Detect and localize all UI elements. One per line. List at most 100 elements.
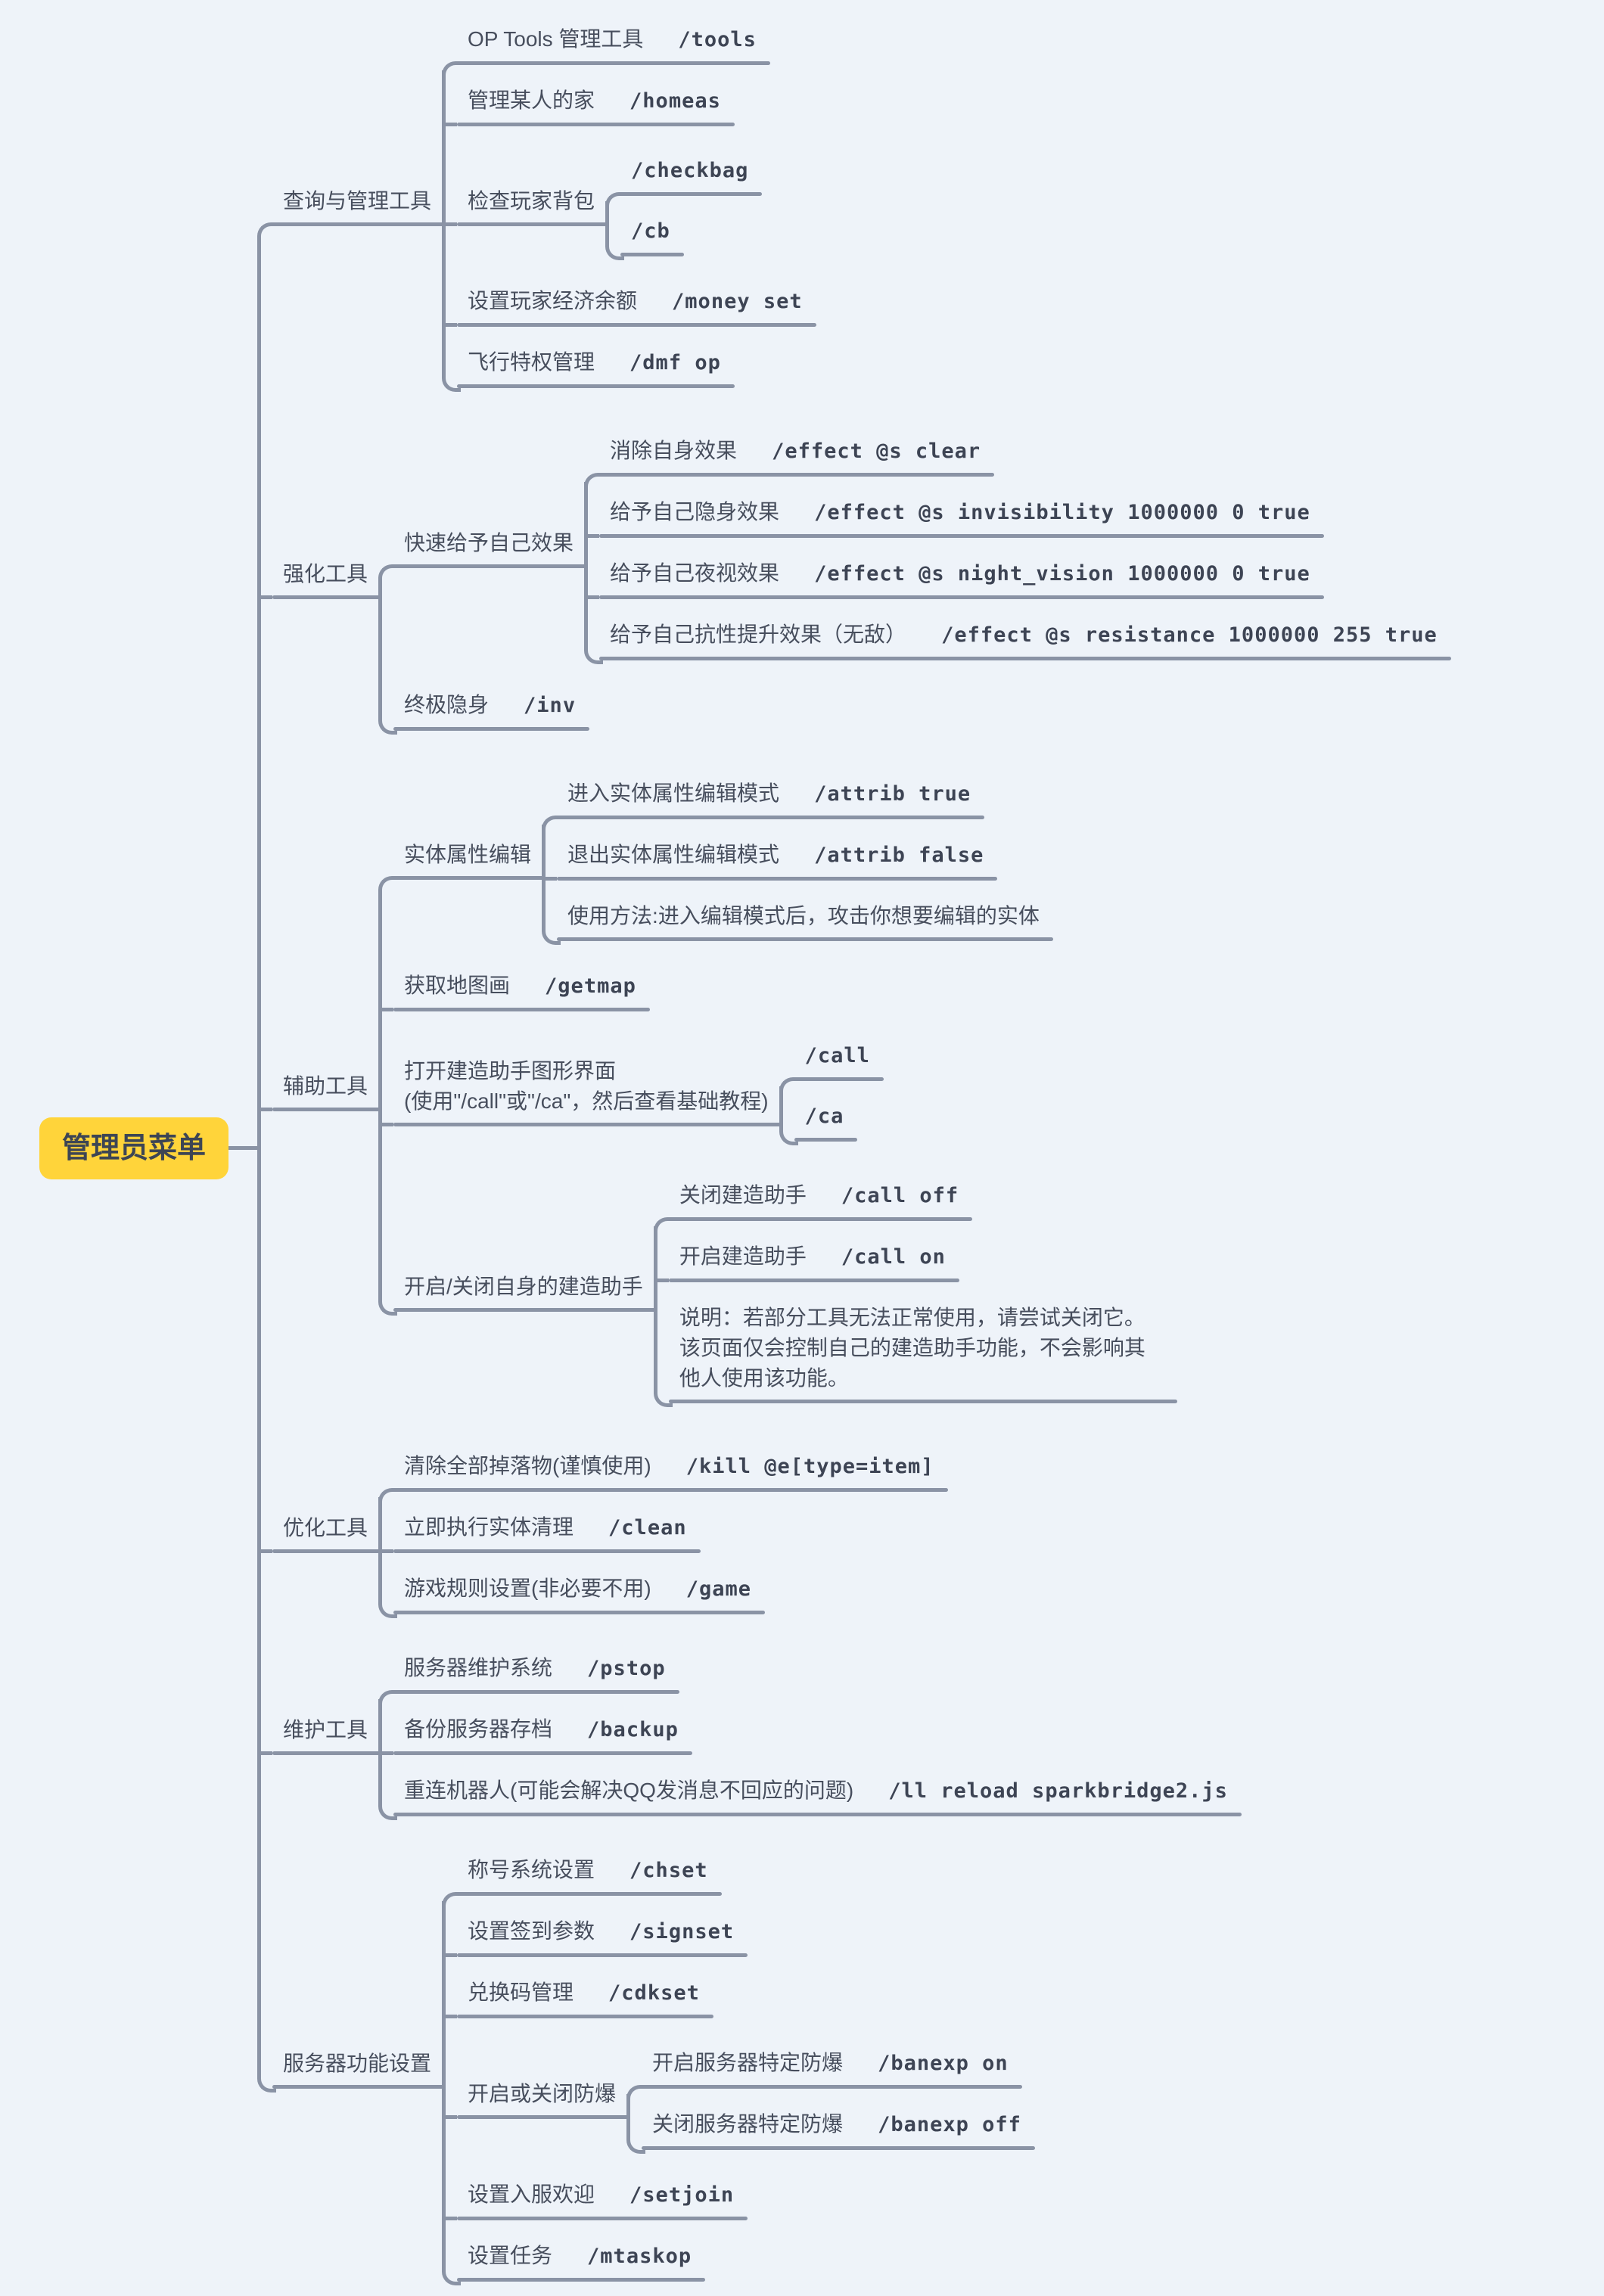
command-text: /setjoin [629,2183,735,2207]
topic-node[interactable]: 兑换码管理 /cdkset [442,1971,713,2018]
topic-node[interactable]: 服务器维护系统 /pstop [393,1647,679,1694]
topic-node[interactable]: 备份服务器存档 /backup [378,1708,692,1755]
topic-node[interactable]: 检查玩家背包 [442,180,609,226]
children-group: 开启服务器特定防爆 /banexp on 关闭服务器特定防爆 /banexp o… [626,2033,1035,2155]
command-node[interactable]: /call [794,1035,884,1081]
topic-node[interactable]: 打开建造助手图形界面 (使用"/call"或"/ca"，然后查看基础教程) [378,1050,782,1126]
children-group: 进入实体属性编辑模式 /attrib true 退出实体属性编辑模式 /attr… [542,763,1053,946]
topic-node[interactable]: OP Tools 管理工具 /tools [457,18,770,65]
topic-node[interactable]: 设置入服欢迎 /setjoin [442,2173,748,2220]
children-group: 称号系统设置 /chset 设置签到参数 /signset [442,1840,1035,2287]
node-row: 终极隐身 /inv [378,675,1448,736]
branch-node[interactable]: 服务器功能设置 [272,2043,446,2089]
root-node[interactable]: 管理员菜单 [39,1117,258,1179]
topic-text: 兑换码管理 [468,1981,574,2004]
topic-node[interactable]: 开启/关闭自身的建造助手 [393,1266,657,1312]
node-row: 退出实体属性编辑模式 /attrib false [542,825,1050,886]
topic-node[interactable]: 开启或关闭防爆 [442,2073,630,2119]
children-group: /call /ca [779,1026,884,1147]
children-group: 消除自身效果 /effect @s clear 给予自己隐身效果 /effect… [584,421,1451,666]
topic-node[interactable]: 设置玩家经济余额 /money set [442,280,816,327]
command-text: /dmf op [629,351,721,374]
command-text: /mtaskop [587,2245,692,2268]
topic-text: 给予自己夜视效果 [610,561,780,585]
note-node[interactable]: 说明：若部分工具无法正常使用，请尝试关闭它。该页面仅会控制自己的建造助手功能，不… [668,1297,1177,1403]
command-text: /effect @s night_vision 1000000 0 true [814,562,1310,586]
branch-node[interactable]: 维护工具 [257,1709,382,1755]
command-text: /effect @s clear [772,440,981,463]
node-row: 使用方法:进入编辑模式后，攻击你想要编辑的实体 [542,886,1053,946]
topic-text: 获取地图画 [404,974,511,997]
command-node[interactable]: /checkbag [620,150,763,196]
topic-node[interactable]: 管理某人的家 /homeas [442,79,735,126]
node-row: 称号系统设置 /chset [442,1840,1032,1914]
topic-text: 关闭服务器特定防爆 [652,2112,844,2136]
node-row: 检查玩家背包 /checkbag [442,132,813,271]
topic-text: 维护工具 [283,1717,368,1741]
children-group: OP Tools 管理工具 /tools 管理某人的家 /homeas [442,9,816,393]
node-row: 说明：若部分工具无法正常使用，请尝试关闭它。该页面仅会控制自己的建造助手功能，不… [653,1288,1177,1409]
topic-text: 进入实体属性编辑模式 [567,781,780,805]
topic-node[interactable]: 退出实体属性编辑模式 /attrib false [542,834,998,881]
topic-text: 终极隐身 [404,693,490,716]
command-text: /tools [678,28,757,51]
topic-node[interactable]: 消除自身效果 /effect @s clear [599,430,995,477]
topic-text: 开启/关闭自身的建造助手 [404,1275,643,1298]
node-row: 设置任务 /mtaskop [442,2226,1032,2287]
topic-text: 重连机器人(可能会解决QQ发消息不回应的问题) [404,1779,854,1802]
topic-node[interactable]: 开启建造助手 /call on [653,1235,959,1282]
command-text: /inv [524,694,577,717]
topic-node[interactable]: 终极隐身 /inv [393,684,590,731]
note-text: 说明：若部分工具无法正常使用，请尝试关闭它。该页面仅会控制自己的建造助手功能，不… [679,1306,1145,1390]
node-row: /call [779,1026,884,1099]
topic-text: 开启服务器特定防爆 [652,2051,844,2074]
node-row: 关闭服务器特定防爆 /banexp off [626,2094,1035,2155]
children-group: 关闭建造助手 /call off 开启建造助手 /call on [653,1165,1177,1409]
topic-node[interactable]: 清除全部掉落物(谨慎使用) /kill @e[type=item] [393,1445,948,1492]
topic-node[interactable]: 关闭服务器特定防爆 /banexp off [642,2103,1035,2150]
branch-node[interactable]: 强化工具 [257,553,382,599]
node-row: 游戏规则设置(非必要不用) /game [378,1558,945,1620]
topic-node[interactable]: 设置签到参数 /signset [442,1910,748,1957]
command-node[interactable]: /ca [794,1095,858,1142]
node-row: 开启服务器特定防爆 /banexp on [626,2033,1032,2107]
topic-node[interactable]: 称号系统设置 /chset [457,1849,722,1896]
command-text: /signset [629,1920,735,1943]
topic-node[interactable]: 获取地图画 /getmap [378,965,650,1011]
topic-node[interactable]: 进入实体属性编辑模式 /attrib true [557,772,985,819]
topic-text: 游戏规则设置(非必要不用) [404,1577,651,1600]
topic-node[interactable]: 快速给予自己效果 [393,522,588,568]
topic-node[interactable]: 给予自己夜视效果 /effect @s night_vision 1000000… [584,552,1324,599]
node-row: 获取地图画 /getmap [378,955,1174,1017]
topic-text: 退出实体属性编辑模式 [567,843,780,866]
topic-node[interactable]: 给予自己隐身效果 /effect @s invisibility 1000000… [584,491,1324,538]
topic-text: 设置玩家经济余额 [468,289,638,312]
command-text: /kill @e[type=item] [685,1455,934,1478]
branch-node[interactable]: 辅助工具 [257,1065,382,1111]
topic-text: 打开建造助手图形界面 (使用"/call"或"/ca"，然后查看基础教程) [404,1059,769,1113]
branch-node[interactable]: 优化工具 [257,1507,382,1553]
node-row: 清除全部掉落物(谨慎使用) /kill @e[type=item] [378,1436,948,1510]
topic-node[interactable]: 飞行特权管理 /dmf op [457,341,735,388]
topic-text: 设置签到参数 [468,1919,595,1943]
topic-node[interactable]: 游戏规则设置(非必要不用) /game [393,1567,765,1614]
topic-node[interactable]: 开启服务器特定防爆 /banexp on [642,2042,1022,2089]
node-row: 进入实体属性编辑模式 /attrib true [542,763,1050,837]
node-row: /ca [779,1086,881,1147]
note-node[interactable]: 使用方法:进入编辑模式后，攻击你想要编辑的实体 [557,895,1053,941]
topic-text: 关闭建造助手 [679,1183,807,1207]
topic-node[interactable]: 立即执行实体清理 /clean [378,1506,701,1553]
command-text: /attrib true [814,782,971,806]
command-text: /call on [841,1245,946,1269]
topic-node[interactable]: 实体属性编辑 [393,834,546,880]
topic-text: 消除自身效果 [610,439,738,462]
topic-node[interactable]: 给予自己抗性提升效果（无敌） /effect @s resistance 100… [599,614,1451,660]
branch-node[interactable]: 查询与管理工具 [272,180,446,226]
topic-node[interactable]: 设置任务 /mtaskop [457,2235,706,2282]
topic-node[interactable]: 关闭建造助手 /call off [668,1174,973,1221]
children-group: 快速给予自己效果 消除自身效果 /effect @s clear [378,412,1451,736]
topic-node[interactable]: 重连机器人(可能会解决QQ发消息不回应的问题) /ll reload spark… [393,1769,1242,1816]
command-node[interactable]: /cb [620,210,684,256]
children-group: 实体属性编辑 进入实体属性编辑模式 /attrib true [378,754,1177,1418]
